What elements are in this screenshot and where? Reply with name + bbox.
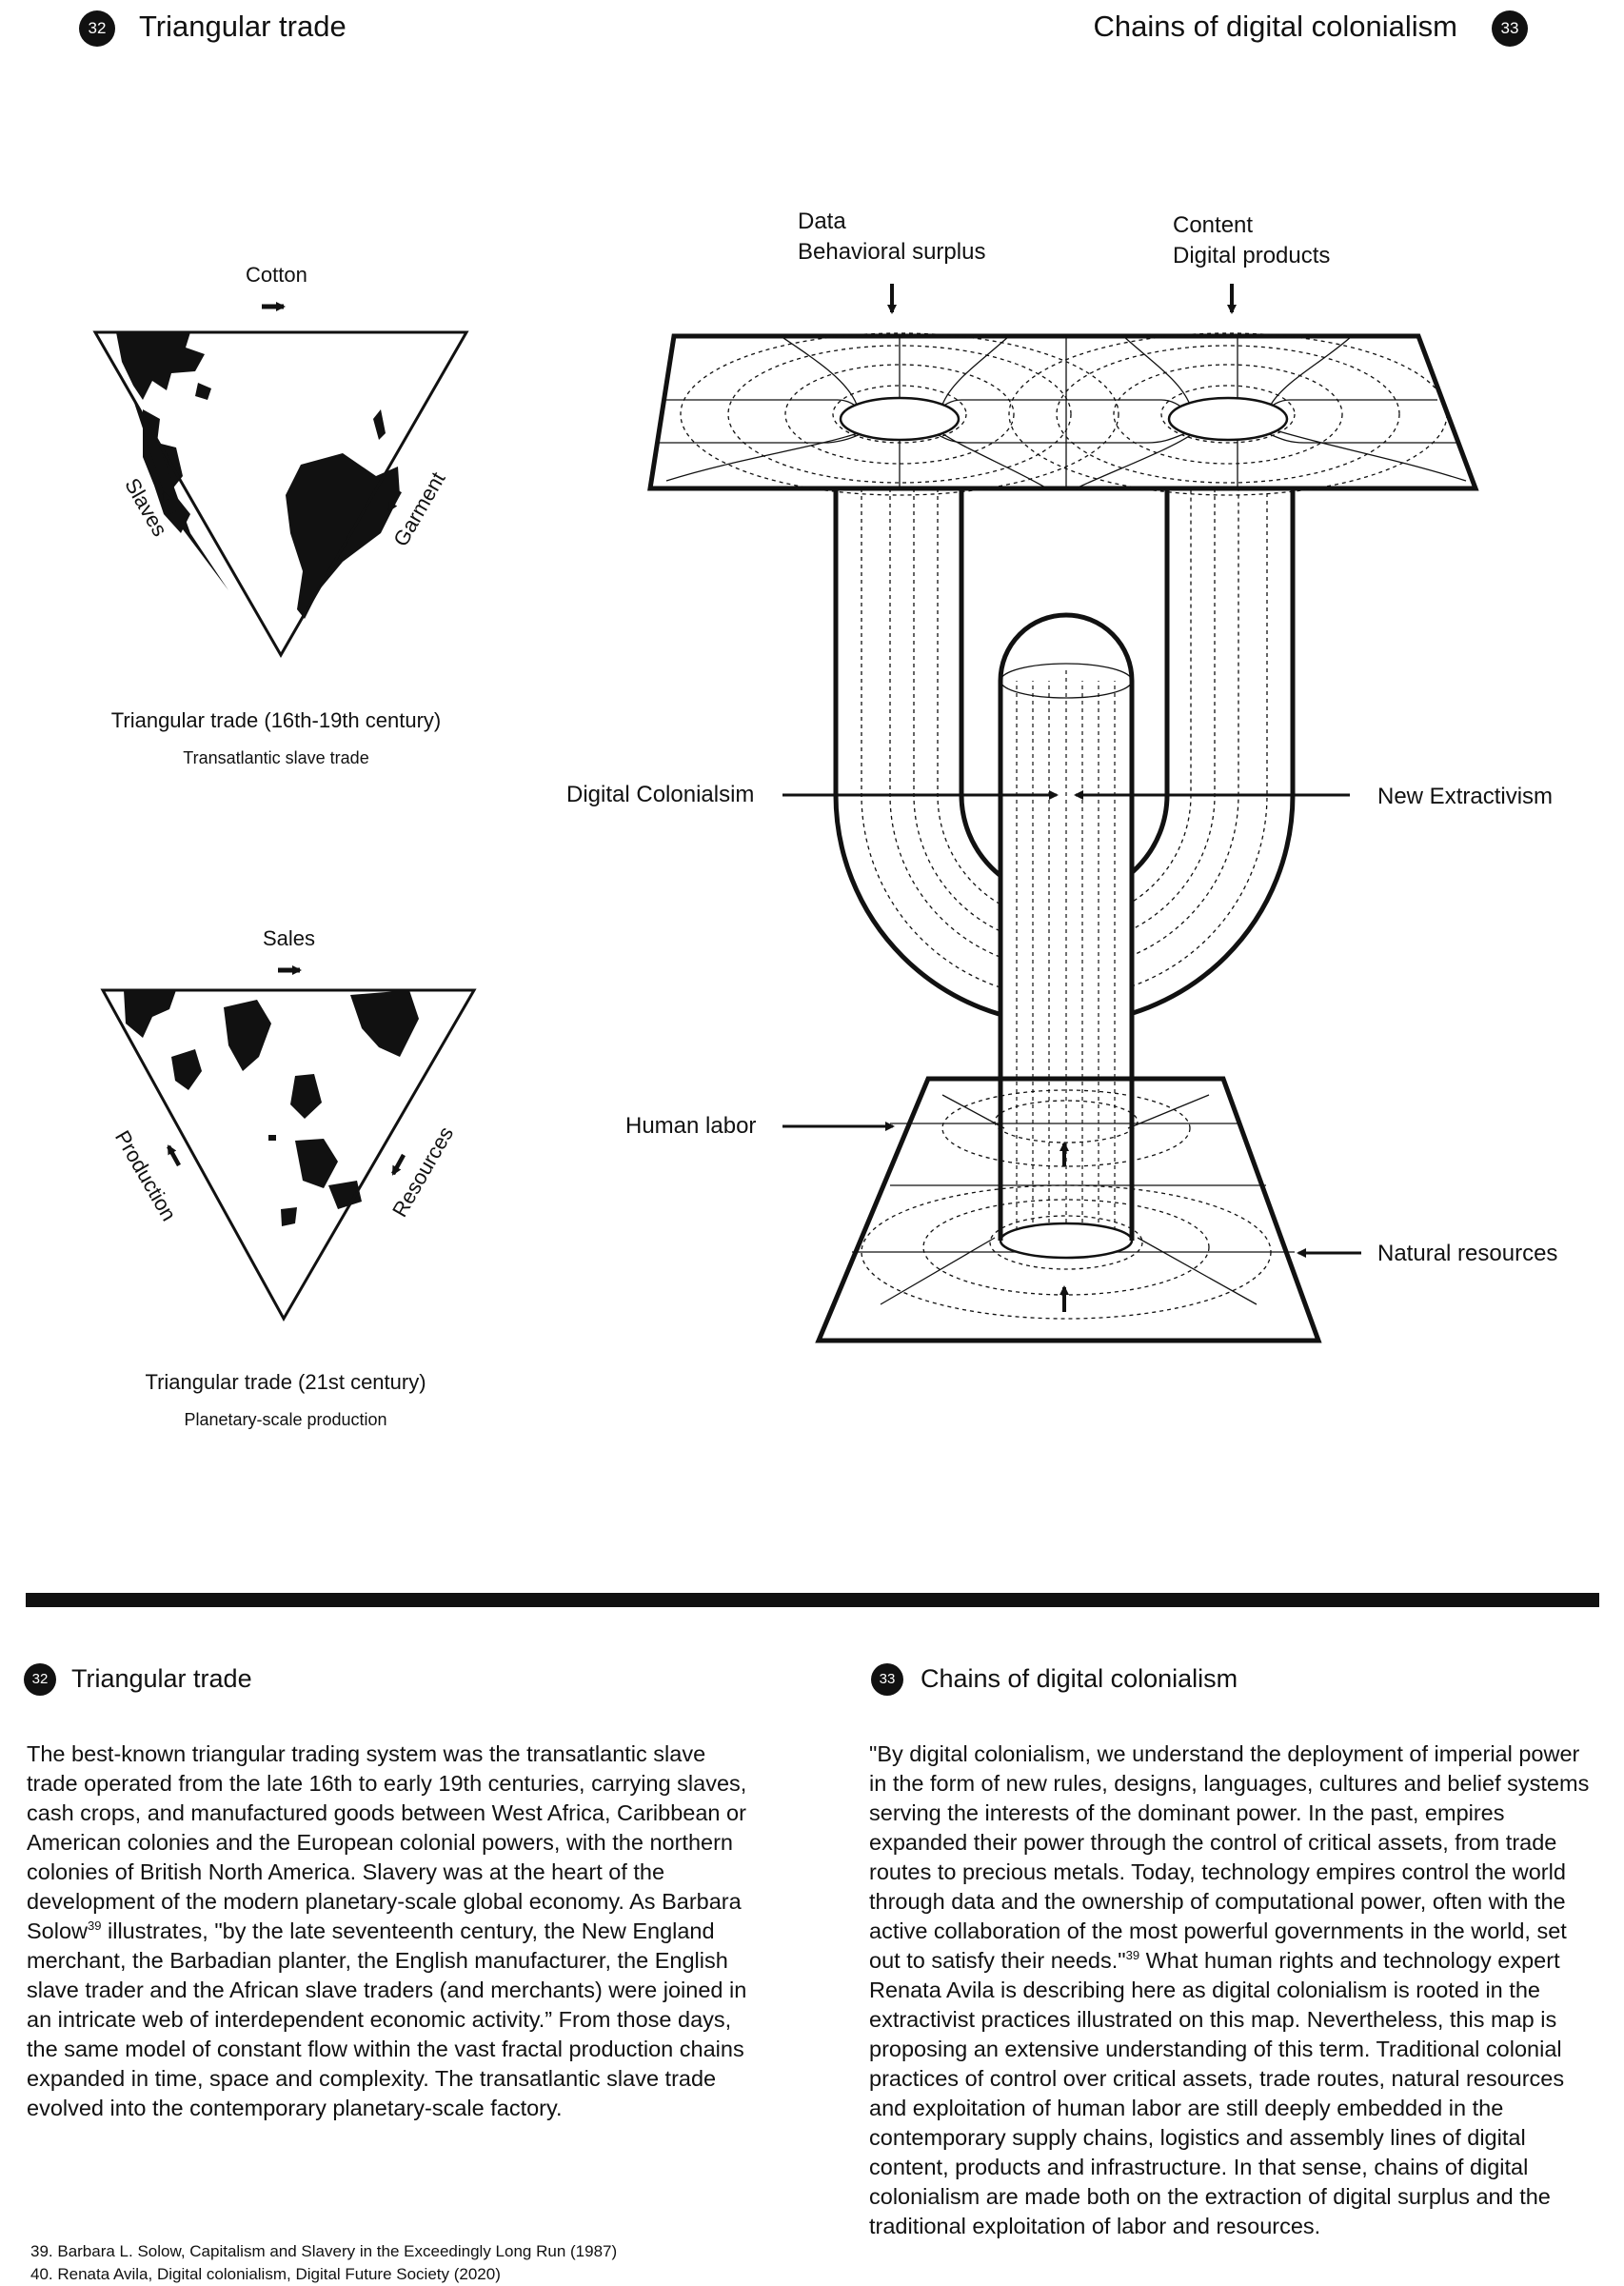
- section-33-body: "By digital colonialism, we understand t…: [869, 1741, 1590, 2238]
- production-arrow-icon: [167, 1144, 181, 1167]
- top-plane: [647, 332, 1479, 496]
- triangle-historic-caption: Triangular trade (16th-19th century): [110, 708, 442, 732]
- triangle-historic-subcaption: Transatlantic slave trade: [183, 748, 369, 767]
- footnote-ref-39: 39: [88, 1918, 102, 1934]
- triangle-outline-contemporary: [100, 988, 477, 1322]
- world-landmass-contemporary: [124, 990, 419, 1226]
- bottom-plane: [815, 1076, 1322, 1343]
- behavioral-surplus-label: Behavioral surplus: [798, 239, 986, 265]
- content-label: Content: [1173, 212, 1254, 238]
- natural-resources-label: Natural resources: [1377, 1241, 1558, 1266]
- new-extractivism-label: New Extractivism: [1377, 784, 1554, 809]
- section-33-number-badge: 33: [871, 1663, 903, 1696]
- cotton-label: Cotton: [246, 263, 307, 287]
- digital-products-label: Digital products: [1173, 243, 1331, 268]
- slaves-arrow-icon: [162, 491, 176, 514]
- header-left-number-badge: 32: [79, 10, 115, 47]
- digital-colonialism-label: Digital Colonialsim: [566, 782, 755, 807]
- section-33-title: Chains of digital colonialism: [921, 1664, 1238, 1693]
- garment-arrow-icon: [387, 489, 402, 512]
- data-label: Data: [798, 209, 846, 234]
- section-32-title: Triangular trade: [71, 1664, 252, 1693]
- header-left-title: Triangular trade: [139, 10, 347, 43]
- footnote-ref-39b: 39: [1125, 1948, 1140, 1963]
- vertical-pillar: [998, 612, 1135, 1241]
- footnote-40: 40. Renata Avila, Digital colonialism, D…: [30, 2265, 501, 2283]
- triangle-contemporary-subcaption: Planetary-scale production: [184, 1410, 387, 1429]
- triangle-outline-historic: [92, 330, 469, 659]
- resources-arrow-icon: [391, 1153, 406, 1176]
- header-right-number-badge: 33: [1492, 10, 1528, 47]
- section-32-number-badge: 32: [24, 1663, 56, 1696]
- header-right-title: Chains of digital colonialism: [1093, 10, 1457, 43]
- human-labor-label: Human labor: [625, 1113, 757, 1139]
- sales-label: Sales: [263, 926, 316, 950]
- footnote-39: 39. Barbara L. Solow, Capitalism and Sla…: [30, 2242, 618, 2260]
- section-divider: [26, 1593, 1599, 1607]
- triangle-contemporary-caption: Triangular trade (21st century): [145, 1370, 426, 1394]
- section-32-body: The best-known triangular trading system…: [27, 1741, 747, 2120]
